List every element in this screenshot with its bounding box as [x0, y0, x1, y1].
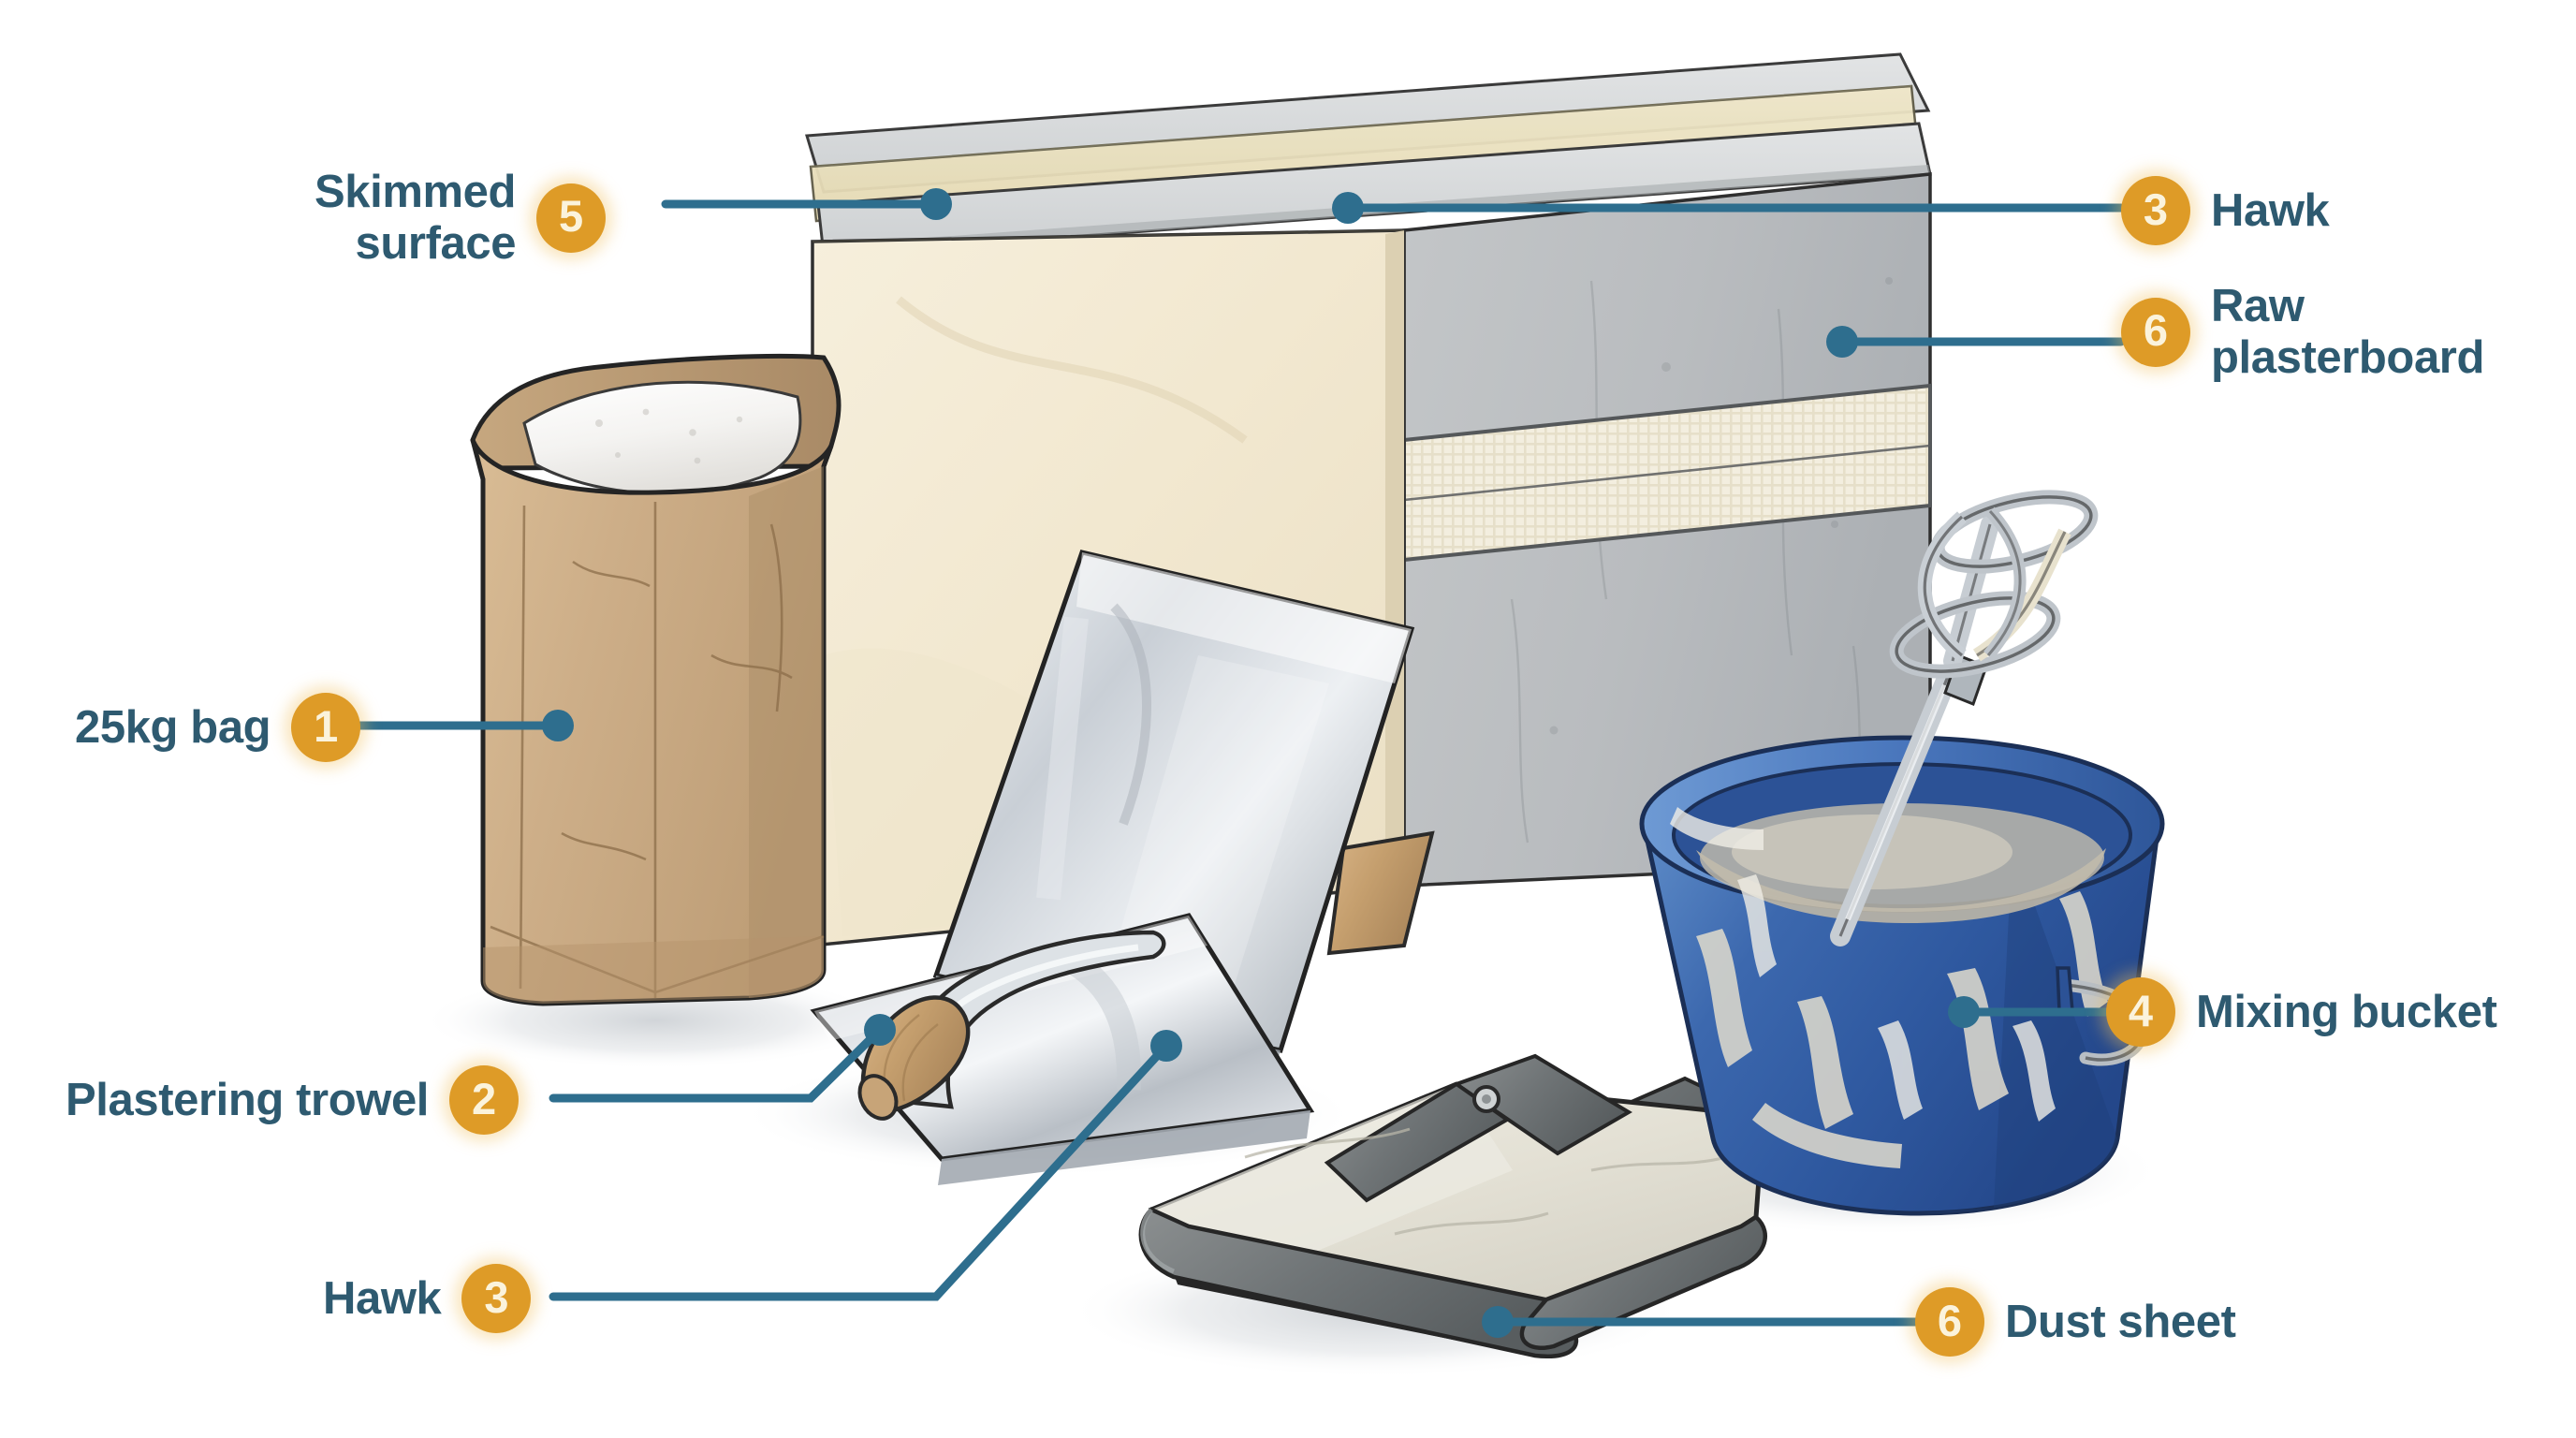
leader-lines — [325, 199, 2126, 1327]
annotation-label: Skimmed surface — [315, 167, 517, 269]
dot-mixing-bucket — [1948, 996, 1980, 1028]
badge-number: 1 — [291, 693, 361, 762]
mixer-paddle — [1830, 490, 2099, 946]
dot-trowel — [864, 1014, 896, 1046]
annotation-dust-sheet[interactable]: 6 Dust sheet — [1915, 1287, 2236, 1357]
plaster-bag — [470, 353, 842, 1006]
mixing-bucket — [1639, 735, 2165, 1216]
annotation-hawk-lower[interactable]: 3 Hawk — [323, 1264, 532, 1333]
annotation-25kg-bag[interactable]: 1 25kg bag — [75, 693, 361, 762]
annotation-label: Plastering trowel — [66, 1074, 430, 1125]
annotation-mixing-bucket[interactable]: 4 Mixing bucket — [2106, 977, 2497, 1047]
annotation-hawk-top[interactable]: 3 Hawk — [2121, 176, 2330, 245]
dot-hawk-top — [1332, 192, 1364, 224]
badge-number: 4 — [2106, 977, 2175, 1047]
dot-25kg-bag — [542, 710, 574, 741]
annotation-label: Hawk — [323, 1272, 442, 1324]
dot-skimmed-surface — [920, 188, 952, 220]
badge-number: 6 — [2121, 297, 2190, 367]
leader-hawk-lower — [549, 1041, 1171, 1301]
leader-dots — [542, 188, 1980, 1338]
dust-sheet — [1138, 1053, 1768, 1359]
annotation-label: 25kg bag — [75, 701, 271, 753]
badge-number: 5 — [536, 183, 607, 253]
badge-number: 2 — [449, 1065, 520, 1135]
annotation-label: Mixing bucket — [2196, 986, 2497, 1037]
plastering-trowel — [810, 913, 1315, 1185]
annotation-label: Raw plasterboard — [2211, 281, 2484, 383]
annotation-plastering-trowel[interactable]: 2 Plastering trowel — [66, 1065, 520, 1135]
badge-number: 3 — [461, 1264, 532, 1333]
annotation-raw-plasterboard[interactable]: 6 Raw plasterboard — [2121, 281, 2484, 384]
dot-dust-sheet — [1482, 1306, 1514, 1338]
badge-number: 6 — [1915, 1287, 1984, 1357]
annotation-skimmed-surface[interactable]: 5 Skimmed surface — [315, 167, 607, 270]
annotation-label: Hawk — [2211, 184, 2330, 236]
leader-trowel — [549, 1025, 885, 1103]
dot-hawk-lower — [1150, 1030, 1182, 1062]
dot-raw-plasterboard — [1826, 326, 1858, 358]
annotation-label: Dust sheet — [2005, 1296, 2236, 1347]
badge-number: 3 — [2121, 176, 2190, 245]
